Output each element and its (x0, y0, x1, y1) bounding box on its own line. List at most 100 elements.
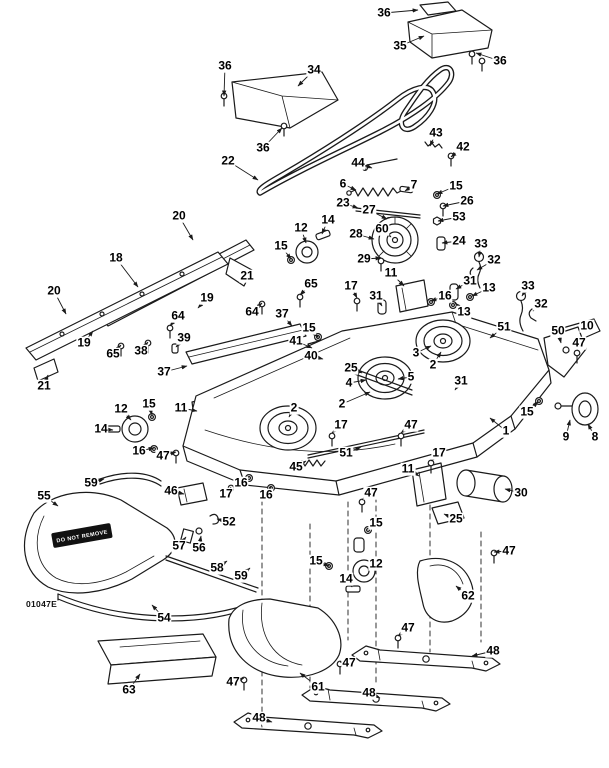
callout-47: 47 (363, 485, 379, 500)
bracket-37 (185, 323, 307, 365)
spindle-pulley (415, 319, 471, 363)
callout-16: 16 (258, 487, 274, 502)
callout-2: 2 (428, 357, 438, 372)
callout-9: 9 (561, 429, 571, 444)
bracket-46 (176, 482, 208, 506)
callout-3: 3 (411, 345, 421, 360)
callout-1: 1 (501, 423, 511, 438)
callout-25: 25 (448, 511, 464, 526)
callout-19: 19 (76, 335, 92, 350)
callout-58: 58 (209, 560, 225, 575)
callout-22: 22 (220, 153, 236, 168)
callout-32: 32 (533, 296, 549, 311)
callout-5: 5 (406, 369, 416, 384)
callout-48: 48 (251, 710, 267, 725)
deflector-55 (23, 491, 176, 594)
callout-17: 17 (431, 445, 447, 460)
callout-47: 47 (225, 674, 241, 689)
spring-6 (350, 187, 402, 197)
belt-cover-61 (228, 598, 342, 678)
callout-56: 56 (191, 540, 207, 555)
rod-51 (307, 429, 425, 456)
spring-eye (346, 190, 352, 196)
callout-14: 14 (93, 421, 109, 436)
callout-30: 30 (513, 485, 529, 500)
callout-15: 15 (273, 238, 289, 253)
callout-36: 36 (217, 58, 233, 73)
callout-18: 18 (108, 250, 124, 265)
callout-51: 51 (338, 445, 354, 460)
callout-12: 12 (293, 220, 309, 235)
callout-64: 64 (170, 308, 186, 323)
callout-40: 40 (303, 348, 319, 363)
callout-7: 7 (409, 177, 419, 192)
clip-52 (209, 513, 220, 525)
callout-2: 2 (289, 400, 299, 415)
callout-51: 51 (496, 319, 512, 334)
drive-belt (256, 64, 455, 196)
callout-48: 48 (485, 643, 501, 658)
callout-61: 61 (310, 679, 326, 694)
callout-53: 53 (451, 209, 467, 224)
callout-42: 42 (455, 139, 471, 154)
callout-6: 6 (338, 176, 348, 191)
callout-39: 39 (176, 330, 192, 345)
callout-50: 50 (550, 323, 566, 338)
callout-20: 20 (171, 208, 187, 223)
callout-33: 33 (520, 278, 536, 293)
callout-14: 14 (338, 571, 354, 586)
callout-36: 36 (492, 53, 508, 68)
callout-21: 21 (36, 378, 52, 393)
callout-55: 55 (36, 488, 52, 503)
handle-59 (99, 472, 162, 482)
axle-14 (345, 585, 361, 593)
callout-15: 15 (308, 553, 324, 568)
callout-4: 4 (344, 375, 354, 390)
callout-37: 37 (156, 364, 172, 379)
callout-2: 2 (337, 396, 347, 411)
callout-33: 33 (473, 236, 489, 251)
callout-17: 17 (333, 417, 349, 432)
callout-13: 13 (456, 304, 472, 319)
wheel-8 (571, 392, 599, 426)
callout-13: 13 (481, 280, 497, 295)
callout-17: 17 (343, 278, 359, 293)
roller-12 (121, 415, 149, 443)
callout-8: 8 (590, 429, 600, 444)
callout-28: 28 (348, 226, 364, 241)
callout-11: 11 (173, 400, 189, 415)
callout-43: 43 (428, 125, 444, 140)
callout-16: 16 (233, 475, 249, 490)
callout-38: 38 (133, 343, 149, 358)
callout-36: 36 (255, 140, 271, 155)
callout-46: 46 (163, 483, 179, 498)
callout-63: 63 (121, 682, 137, 697)
leader-line-2 (341, 391, 371, 405)
callout-32: 32 (486, 252, 502, 267)
callout-41: 41 (288, 333, 304, 348)
callout-31: 31 (462, 273, 478, 288)
callout-36: 36 (376, 5, 392, 20)
spindle-pulley (259, 405, 317, 451)
callout-54: 54 (156, 610, 172, 625)
blade-48 (351, 645, 501, 672)
callout-64: 64 (244, 304, 260, 319)
discharge-deflector: DO NOT REMOVE (23, 472, 275, 622)
callout-15: 15 (368, 515, 384, 530)
callout-16: 16 (437, 288, 453, 303)
callout-47: 47 (400, 620, 416, 635)
roller-12 (295, 240, 319, 264)
callout-27: 27 (361, 202, 377, 217)
callout-44: 44 (350, 155, 366, 170)
callout-19: 19 (199, 290, 215, 305)
callout-47: 47 (155, 448, 171, 463)
callout-29: 29 (356, 251, 372, 266)
hook-32 (528, 308, 537, 322)
callout-47: 47 (571, 335, 587, 350)
callout-11: 11 (400, 461, 416, 476)
callout-31: 31 (368, 288, 384, 303)
callout-45: 45 (288, 459, 304, 474)
callout-47: 47 (341, 655, 357, 670)
callout-15: 15 (448, 178, 464, 193)
